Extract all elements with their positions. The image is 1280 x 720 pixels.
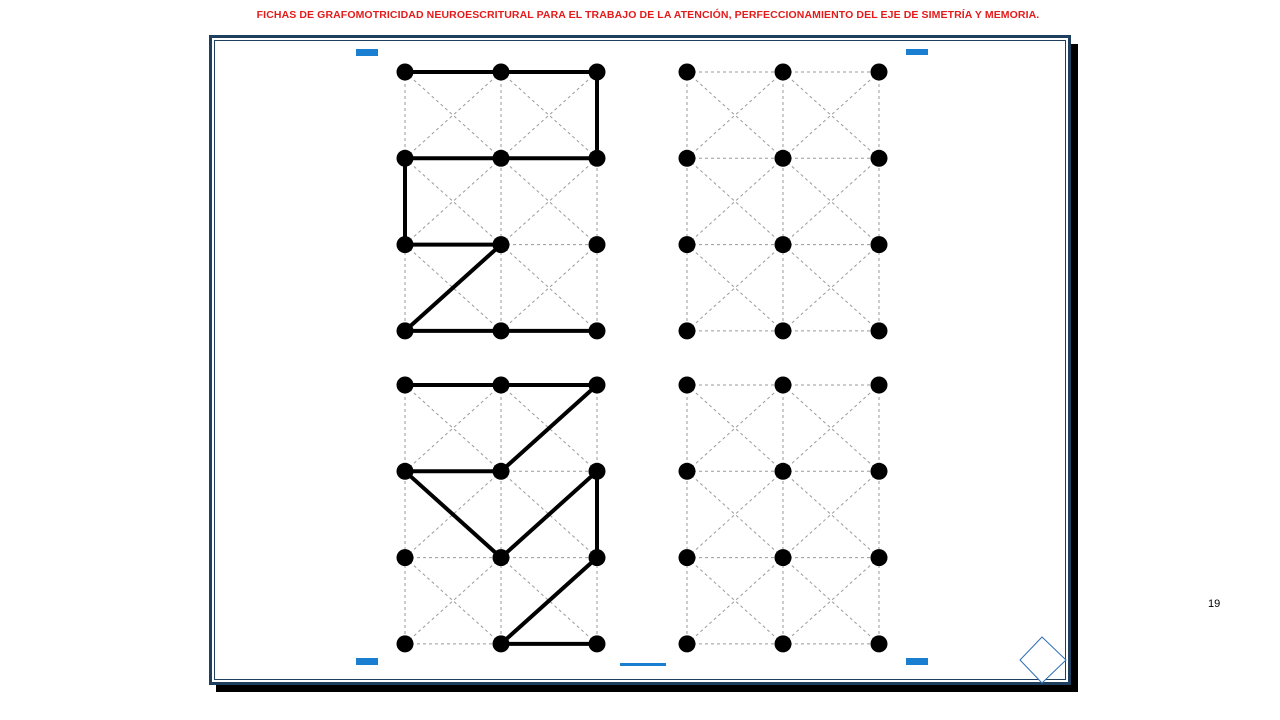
grid-dot [492, 462, 510, 480]
corner-markers [356, 49, 1067, 684]
grid-dot [870, 462, 888, 480]
grid-dot [678, 149, 696, 167]
grid-dot [492, 149, 510, 167]
grid-dot [588, 635, 606, 653]
grid-dot [396, 236, 414, 254]
grid-dot [396, 322, 414, 340]
grid-dot [870, 149, 888, 167]
grid-dot [492, 549, 510, 567]
grid-copy-1 [678, 63, 888, 340]
model-stroke [499, 383, 599, 474]
grid-dot [588, 236, 606, 254]
grid-dot [870, 322, 888, 340]
model-stroke [499, 555, 599, 646]
grid-dot [774, 322, 792, 340]
grid-dot [396, 635, 414, 653]
grid-dot [870, 236, 888, 254]
grid-model-2 [396, 376, 606, 653]
grid-dot [396, 549, 414, 567]
grid-dot [870, 376, 888, 394]
grid-dot [678, 462, 696, 480]
grid-dot [774, 376, 792, 394]
grid-dot [492, 63, 510, 81]
corner-marker-top-left [356, 49, 378, 56]
grid-dot [588, 322, 606, 340]
grid-dot [396, 63, 414, 81]
grid-dot [870, 549, 888, 567]
grid-dot [588, 549, 606, 567]
grid-dot [774, 462, 792, 480]
corner-marker-bottom-right [906, 658, 928, 665]
page-number: 19 [1208, 598, 1221, 610]
grid-dot [774, 635, 792, 653]
grid-dot [678, 322, 696, 340]
grid-dot [396, 462, 414, 480]
grid-dot [492, 635, 510, 653]
grid-dot [396, 149, 414, 167]
grid-dot [492, 322, 510, 340]
grid-dot [774, 549, 792, 567]
grid-dot [774, 149, 792, 167]
grid-dot [588, 149, 606, 167]
corner-marker-top-right [906, 49, 928, 55]
corner-marker-bottom-left [356, 658, 378, 665]
grid-dot [774, 63, 792, 81]
grid-dot [678, 376, 696, 394]
grid-dot [492, 376, 510, 394]
worksheet-frame [209, 35, 1071, 685]
model-stroke [403, 242, 503, 333]
grid-dot [396, 376, 414, 394]
grid-dot [678, 635, 696, 653]
grid-copy-2 [678, 376, 888, 653]
grid-dot [678, 549, 696, 567]
grid-dot [774, 236, 792, 254]
grid-dot [678, 236, 696, 254]
grid-dot [870, 63, 888, 81]
grid-dot [588, 462, 606, 480]
model-stroke [403, 469, 503, 560]
corner-marker-bottom-center [620, 663, 666, 666]
grid-dot [870, 635, 888, 653]
dot-grids [396, 63, 888, 653]
grid-model-1 [396, 63, 606, 340]
grid-dot [588, 63, 606, 81]
model-stroke [499, 469, 599, 560]
page-curl-icon [1019, 636, 1067, 684]
worksheet-title: FICHAS DE GRAFOMOTRICIDAD NEUROESCRITURA… [256, 9, 1040, 21]
grid-dot [492, 236, 510, 254]
grid-dot [678, 63, 696, 81]
grid-dot [588, 376, 606, 394]
